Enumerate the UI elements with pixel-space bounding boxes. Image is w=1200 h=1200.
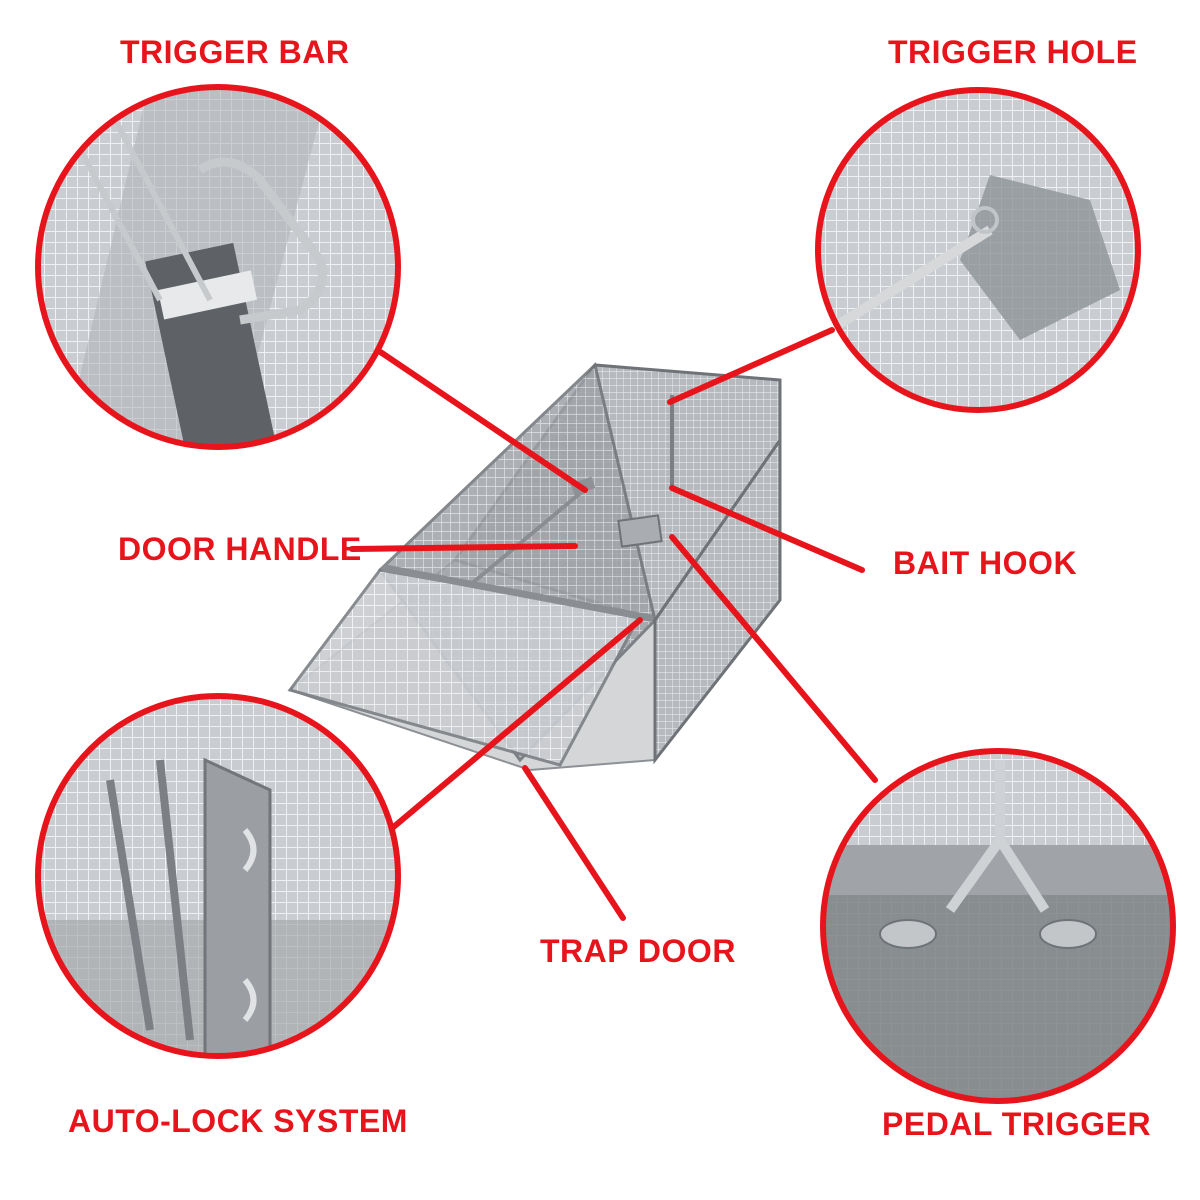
label-trigger-bar: TRIGGER BAR: [120, 34, 350, 70]
label-bait-hook: BAIT HOOK: [893, 545, 1078, 581]
callout-line-auto-lock: [375, 617, 643, 843]
label-trigger-hole: TRIGGER HOLE: [888, 34, 1138, 70]
callout-line-door-handle: [349, 543, 578, 552]
callout-line-pedal-trigger: [669, 534, 878, 783]
pedal-plate: [617, 514, 663, 548]
label-trap-door: TRAP DOOR: [540, 933, 736, 969]
label-door-handle: DOOR HANDLE: [118, 531, 362, 567]
callout-line-bait-hook: [669, 485, 865, 573]
label-auto-lock-system: AUTO-LOCK SYSTEM: [68, 1103, 408, 1139]
callout-lines: [349, 327, 878, 921]
callout-line-trap-door: [522, 765, 626, 921]
callout-line-trigger-bar: [367, 342, 588, 493]
door-handle-arm: [468, 483, 592, 587]
zoom-circle-pedal-trigger: [820, 748, 1176, 1104]
callout-line-trigger-hole: [667, 327, 835, 405]
label-pedal-trigger: PEDAL TRIGGER: [882, 1106, 1152, 1142]
zoom-circle-auto-lock: [35, 693, 401, 1059]
door-handle-rod: [381, 564, 654, 622]
zoom-circle-trigger-bar: [35, 84, 401, 450]
zoom-circle-trigger-hole: [815, 87, 1141, 413]
trap-cage: [287, 362, 782, 772]
